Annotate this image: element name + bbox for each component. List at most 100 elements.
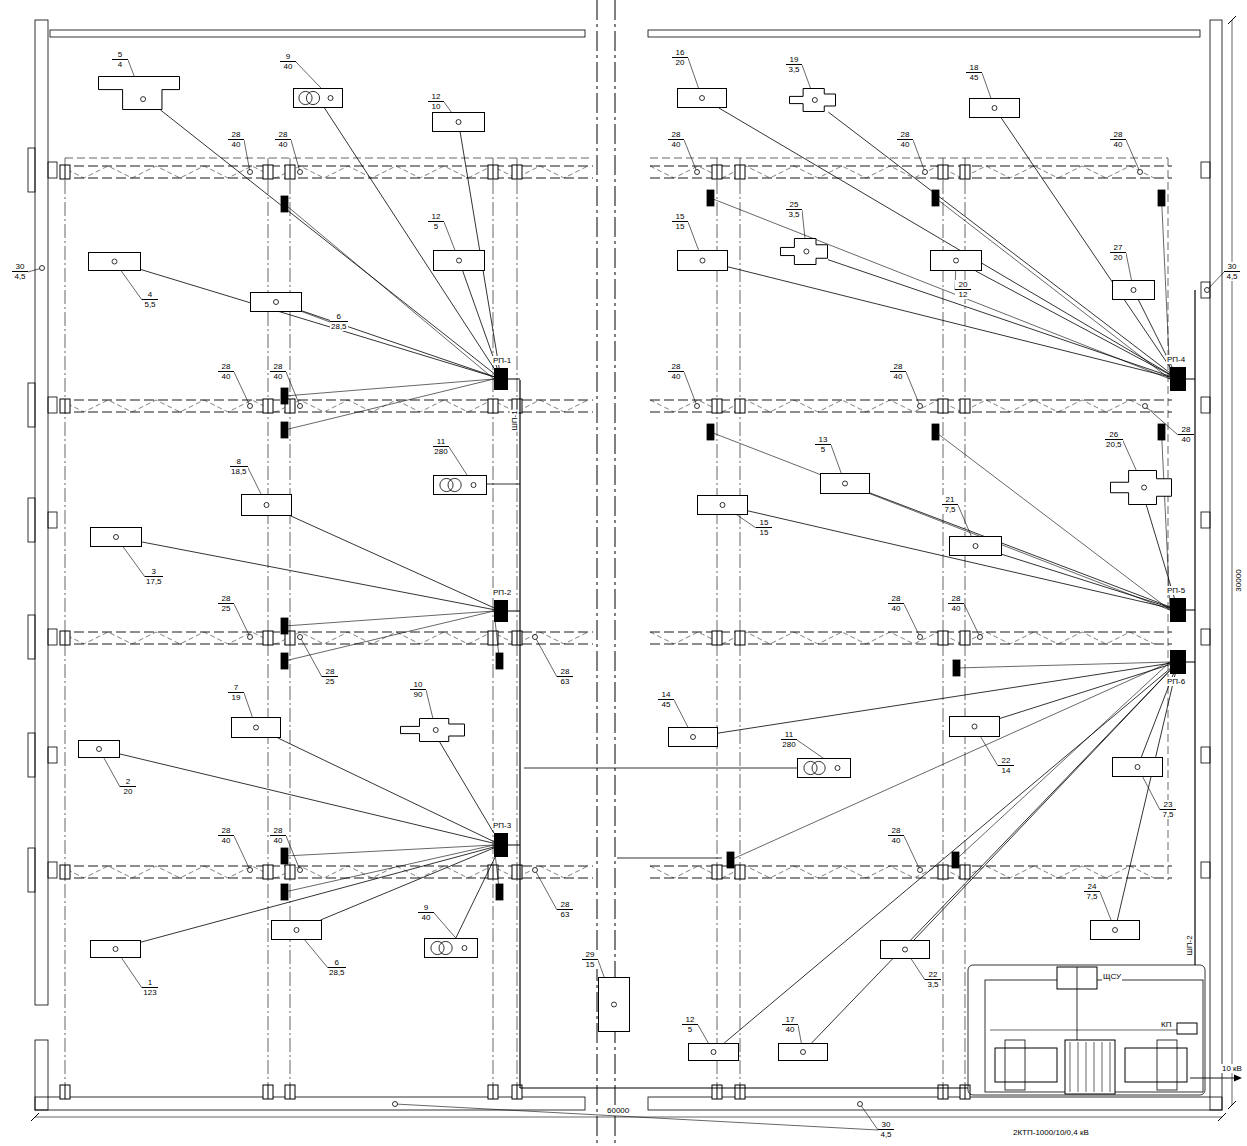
callout-number: 6 <box>328 958 346 968</box>
connection-point <box>393 1102 398 1107</box>
callout-number: 28 <box>270 362 286 372</box>
wall-buttress <box>28 148 35 192</box>
machine-outline <box>781 239 828 265</box>
pilaster <box>1201 397 1210 413</box>
label-holder: КП <box>1160 1020 1172 1029</box>
crane-rail <box>650 178 1172 179</box>
column <box>512 165 522 179</box>
pilaster <box>1201 629 1210 645</box>
crane-bracing <box>60 166 588 178</box>
cabinet-name: РП-1 <box>492 356 512 365</box>
column <box>65 631 66 645</box>
power-rating: 28,5 <box>328 968 346 977</box>
column <box>488 1085 498 1099</box>
callout-value: 63 <box>557 910 573 919</box>
feeder-cable <box>141 270 494 377</box>
callout: 2840 <box>228 130 244 149</box>
crane-feed-box <box>1158 190 1165 206</box>
callout: 2840 <box>270 362 286 381</box>
feeder-cable <box>120 754 494 843</box>
equipment-outline: 1123 <box>90 940 141 958</box>
distribution-cabinet: РП-5 <box>1170 598 1186 622</box>
feeder-cable <box>870 493 1170 607</box>
callout-value: 40 <box>668 140 684 149</box>
machine-outline <box>251 293 302 312</box>
callout-value: 40 <box>897 140 913 149</box>
machine-outline <box>931 251 982 271</box>
label-holder: ШП-2 <box>1185 934 1194 956</box>
callout-number: 20 <box>955 280 971 290</box>
callout-number: 28 <box>668 362 684 372</box>
machine-outline <box>401 719 465 742</box>
feeder-cable <box>1000 665 1170 719</box>
callout-value: 40 <box>1178 435 1194 444</box>
callout: 2840 <box>270 826 286 845</box>
leader-line <box>286 372 300 406</box>
compensation-panel <box>1177 1023 1197 1034</box>
equipment-outline: 135 <box>820 473 870 494</box>
power-rating: 7,5 <box>1084 892 1100 901</box>
power-rating: 3,5 <box>786 65 802 74</box>
callout: 2840 <box>218 362 234 381</box>
machine-outline <box>232 718 281 738</box>
callout-number: 18 <box>966 63 982 73</box>
crane-feed-box <box>281 422 288 438</box>
connection-point <box>812 98 817 103</box>
callout-number: 1 <box>142 978 158 988</box>
crane-feed-cable <box>936 432 1171 610</box>
leader-line <box>904 604 920 637</box>
leader-line <box>234 604 250 637</box>
transformer-symbol <box>299 91 312 104</box>
column <box>268 631 269 645</box>
connection-point <box>462 946 467 951</box>
crane-feed-box <box>496 884 503 900</box>
callout-number: 13 <box>815 435 831 445</box>
equipment-outline: 125 <box>433 250 485 271</box>
column <box>960 165 970 179</box>
connection-point <box>433 728 438 733</box>
column <box>268 399 269 413</box>
crane-feed-cable <box>1162 432 1171 610</box>
power-rating: 5 <box>428 222 444 231</box>
feeder-cable <box>724 669 1170 1043</box>
equipment-outline: 317,5 <box>90 527 142 547</box>
substation-room <box>985 980 1203 1092</box>
callout-number: 24 <box>1084 882 1100 892</box>
callout-value: 4,5 <box>12 272 28 281</box>
cabinet-label: РП-3 <box>492 821 512 830</box>
connection-point <box>264 503 269 508</box>
power-rating: 20 <box>120 787 136 796</box>
machine-outline <box>678 251 728 271</box>
callout-number: 9 <box>418 903 434 913</box>
crane-rail <box>650 878 1172 879</box>
callout-number: 27 <box>1110 243 1126 253</box>
callout-number: 30 <box>1224 262 1240 272</box>
crane-bracing <box>650 866 1154 878</box>
connection-point <box>298 868 303 873</box>
callout: 223,5 <box>925 970 941 989</box>
connection-point <box>973 544 978 549</box>
pilaster <box>48 747 57 763</box>
equipment-outline: 217,5 <box>949 536 1002 556</box>
callout-number: 28 <box>270 826 286 836</box>
cabinet-name: РП-6 <box>1166 677 1186 686</box>
equipment-symbol <box>1112 757 1163 777</box>
column <box>290 631 291 645</box>
equipment-outline: 2012 <box>930 250 982 271</box>
crane-feed-box <box>932 424 939 440</box>
machine-outline <box>881 941 930 959</box>
equipment-outline: 193,5 <box>789 88 836 112</box>
callout: 11280 <box>781 730 797 749</box>
column <box>712 865 722 879</box>
equipment-symbol <box>98 76 180 110</box>
callout-number: 30 <box>12 262 28 272</box>
equipment-symbol <box>1112 280 1155 300</box>
feeder-cable <box>914 670 1170 940</box>
feeder-cable <box>456 857 495 938</box>
column <box>735 399 745 413</box>
grid-axis <box>740 158 741 1092</box>
crane-feed-cable <box>285 379 495 430</box>
column <box>268 865 269 879</box>
equipment-symbol <box>778 1043 828 1061</box>
